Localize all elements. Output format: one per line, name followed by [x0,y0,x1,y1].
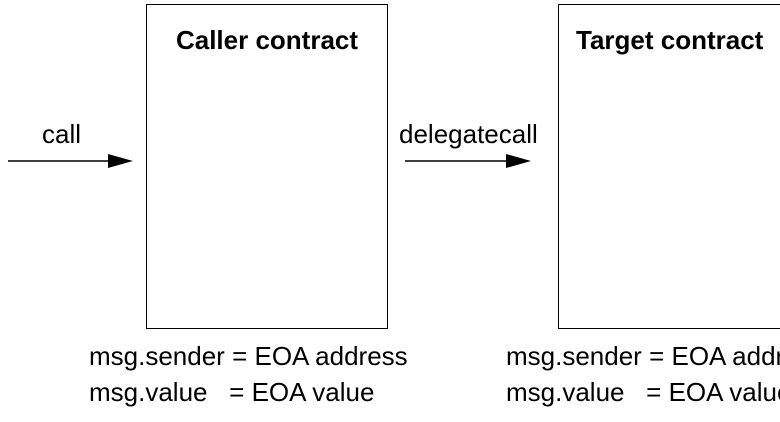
delegatecall-arrow-label: delegatecall [399,119,538,149]
call-arrow [8,154,133,168]
caller-msg-value-text: msg.value = EOA value [89,377,375,407]
caller-msg-sender-text: msg.sender = EOA address [89,341,408,371]
delegatecall-arrow [405,154,531,168]
target-msg-sender-text: msg.sender = EOA address [506,341,780,371]
caller-contract-box: Caller contract [146,4,388,329]
target-msg-value-text: msg.value = EOA value [506,377,780,407]
delegatecall-arrow-head [506,154,531,168]
caller-contract-title: Caller contract [175,25,359,55]
call-arrow-head [108,154,133,168]
target-contract-title: Target contract [576,25,764,55]
call-arrow-label: call [42,119,82,149]
target-contract-box: Target contract [558,4,780,329]
